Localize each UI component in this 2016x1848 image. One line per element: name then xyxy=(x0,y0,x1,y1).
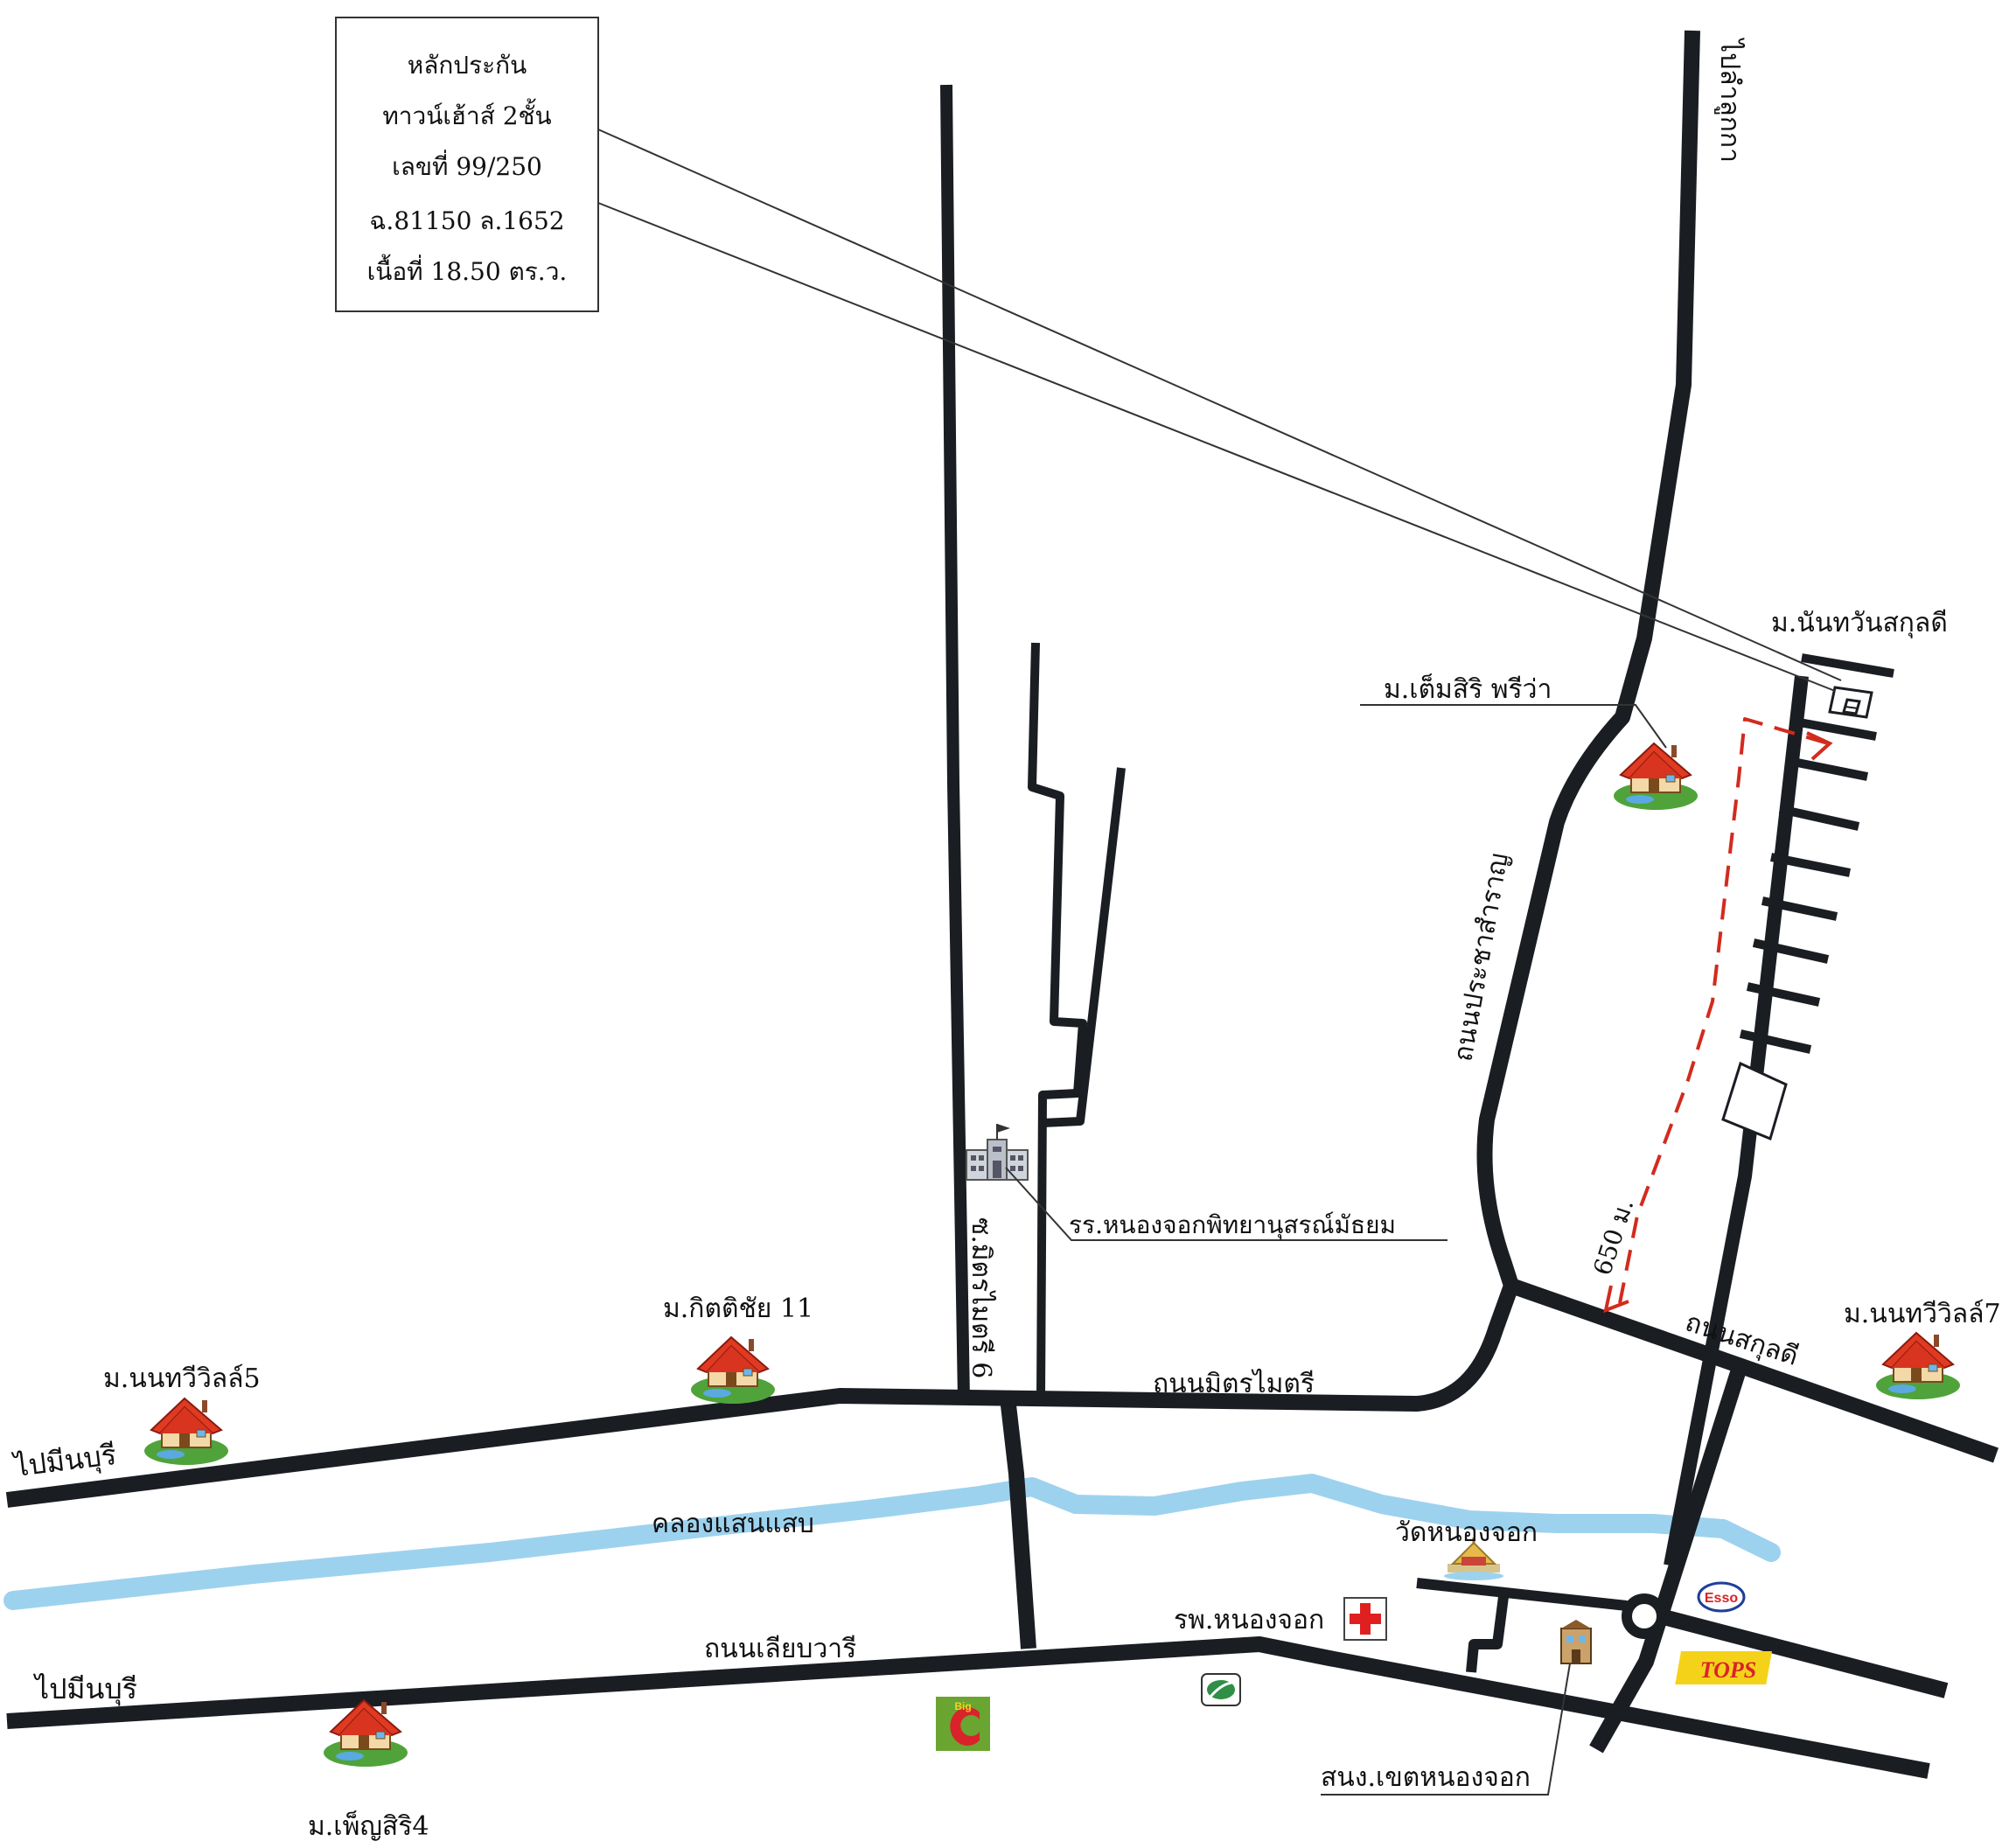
label-hospital: รพ.หนองจอก xyxy=(1174,1605,1324,1635)
road-village-row5 xyxy=(1761,896,1838,921)
roundabout xyxy=(1622,1593,1667,1639)
label-to-min-buri-1: ไปมีนบุรี xyxy=(10,1438,118,1484)
tops-logo: TOPS xyxy=(1675,1651,1772,1684)
road-liap-wari xyxy=(6,1636,1930,1779)
label-kitti-chai11: ม.กิตติชัย 11 xyxy=(663,1294,813,1324)
house-icon-nonthawi-villa7 xyxy=(1875,1332,1961,1400)
plot-south-block xyxy=(1721,1061,1788,1141)
label-tem-siri-privas: ม.เต็มสิริ พรีว่า xyxy=(1384,673,1552,705)
house-icon-phen-siri4 xyxy=(323,1699,408,1768)
big-c-logo: Big xyxy=(936,1697,990,1751)
road-soi-mit-maitri-6 xyxy=(1028,642,1087,1400)
collateral-info-box: หลักประกัน ทาวน์เฮ้าส์ 2ชั้น เลขที่ 99/2… xyxy=(335,17,599,312)
info-line-2: ทาวน์เฮ้าส์ 2ชั้น xyxy=(382,98,551,130)
tops-logo-text: TOPS xyxy=(1700,1657,1757,1683)
district-office-leader-line xyxy=(1321,1652,1573,1796)
road-village-north xyxy=(1801,653,1894,678)
label-school: รร.หนองจอกพิทยานุสรณ์มัธยม xyxy=(1069,1210,1396,1240)
label-soi-mit-maitri6: ซ.มิตรไมตรี 6 xyxy=(966,1217,997,1378)
road-south-vertical xyxy=(1589,1362,1748,1754)
road-south-small-loop xyxy=(1466,1589,1510,1673)
label-mit-maitri-road: ถนนมิตรไมตรี xyxy=(1153,1368,1315,1399)
canal-klong-saen-saep xyxy=(3,1474,1781,1610)
road-village-row3 xyxy=(1778,805,1860,831)
road-south-small-west xyxy=(1416,1578,1628,1611)
tem-siri-leader-line xyxy=(1360,704,1667,749)
school-leader-line xyxy=(1005,1167,1447,1241)
road-liap-wari-branch-east xyxy=(1624,1600,1949,1698)
road-connector-south xyxy=(1000,1396,1036,1649)
label-phen-siri4: ม.เพ็ญสิริ4 xyxy=(308,1810,429,1842)
house-icon-kitti-chai11 xyxy=(690,1336,776,1405)
info-line-1: หลักประกัน xyxy=(408,51,527,80)
road-village-row6 xyxy=(1752,938,1830,964)
house-icon-nonthawi-villa5 xyxy=(143,1398,229,1466)
info-line-5: เนื้อที่ 18.50 ตร.ว. xyxy=(367,254,568,286)
esso-logo-text: Esso xyxy=(1705,1591,1738,1606)
label-district-office: สนง.เขตหนองจอก xyxy=(1321,1762,1531,1793)
road-village-row8 xyxy=(1739,1029,1812,1054)
hospital-icon xyxy=(1343,1597,1387,1641)
route-arrow xyxy=(1603,717,1833,1314)
info-line-3: เลขที่ 99/250 xyxy=(392,150,542,181)
label-canal: คลองแสนแสบ xyxy=(652,1509,814,1539)
label-to-min-buri-2: ไปมีนบุรี xyxy=(32,1672,137,1706)
bank-logo-icon xyxy=(1201,1673,1241,1706)
plot-target-house xyxy=(1828,686,1873,719)
road-village-row2 xyxy=(1788,757,1868,781)
road-soi-west-long xyxy=(940,84,970,1400)
school-icon xyxy=(966,1124,1029,1181)
district-office-icon xyxy=(1560,1620,1592,1664)
info-line-4: ฉ.81150 ล.1652 xyxy=(369,206,564,235)
road-village-row1 xyxy=(1794,717,1877,741)
road-soi-parallel xyxy=(1042,767,1126,1127)
temple-icon xyxy=(1444,1538,1503,1580)
road-mit-maitri xyxy=(5,1282,1519,1508)
info-box-pointer xyxy=(597,129,1842,692)
road-network xyxy=(5,30,1999,1779)
label-wat-nong-chok: วัดหนองจอก xyxy=(1395,1517,1538,1548)
label-nonthawi-villa5: ม.นนทวีวิลล์5 xyxy=(103,1363,261,1394)
house-icon-tem-siri xyxy=(1613,743,1699,811)
big-c-logo-text: Big xyxy=(954,1700,971,1712)
road-village-row4 xyxy=(1770,853,1851,877)
label-liap-wari-road: ถนนเลียบวารี xyxy=(704,1634,856,1664)
label-to-lam-luk-ka: ไปลำลูกกา xyxy=(1714,38,1746,163)
label-nonthawi-villa7: ม.นนทวีวิลล์7 xyxy=(1844,1299,2001,1329)
road-to-village xyxy=(1664,675,1809,1567)
road-village-row7 xyxy=(1746,982,1821,1007)
label-nan-wan-sakunlakdi: ม.นันทวันสกุลดี xyxy=(1771,608,1948,639)
road-sakunlakdi xyxy=(1509,1278,1999,1463)
esso-logo: Esso xyxy=(1697,1581,1746,1613)
road-prachasamran xyxy=(1476,30,1700,1288)
